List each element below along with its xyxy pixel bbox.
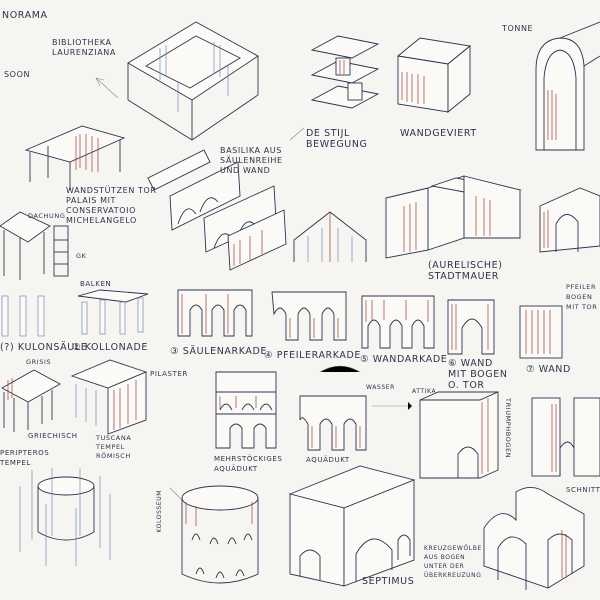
label-wandstuetzen: WANDSTÜTZEN TOR PALAIS MIT CONSERVATOIO … xyxy=(66,186,157,225)
label-triumphbogen: TRIUMPHBOGEN xyxy=(504,398,512,459)
de-stijl-slabs xyxy=(310,35,380,109)
label-tonne: TONNE xyxy=(502,24,534,33)
label-peripteros: PERIPTEROS TEMPEL xyxy=(0,449,50,467)
series-2-kollonade xyxy=(77,289,149,335)
label-aquaedukt: AQUÄDUKT xyxy=(306,456,350,464)
series-3-saeulenarkade xyxy=(177,289,253,337)
basilika-section xyxy=(293,211,367,262)
courtyard-building xyxy=(127,21,259,141)
label-pilaster: PILASTER xyxy=(150,370,188,378)
label-basilika: BASILIKA AUS SÄULENREIHE UND WAND xyxy=(220,146,283,175)
series-4-pfeilerarkade xyxy=(271,291,347,341)
label-soon: SOON xyxy=(4,70,31,79)
label-series-6: ⑥ WAND MIT BOGEN O. TOR xyxy=(448,358,508,391)
label-balken: BALKEN xyxy=(80,280,112,288)
aqueduct xyxy=(299,395,367,451)
tonne-barrel-vault xyxy=(535,21,600,151)
label-wandgeviert: WANDGEVIERT xyxy=(400,128,477,139)
series-5-wandarkade xyxy=(361,295,435,349)
label-stilbewegung: DE STIJL BEWEGUNG xyxy=(306,128,368,150)
series-7-wand xyxy=(519,305,563,359)
annotation-arrows xyxy=(95,77,413,501)
pfeiler-bogen-fragment xyxy=(539,187,600,253)
label-dachung: DACHUNG xyxy=(28,212,66,220)
cross-vault-building xyxy=(483,487,585,590)
peripteros-tholos xyxy=(19,468,111,566)
label-series-4: ④ PFEILERARKADE xyxy=(264,350,362,361)
septimius-arch xyxy=(288,465,416,587)
label-attika: ATTIKA xyxy=(412,388,437,395)
wandstuetzen-colonnade xyxy=(24,125,126,190)
label-series-5: ⑤ WANDARKADE xyxy=(360,354,448,365)
dachung-frame xyxy=(0,211,69,280)
label-tonnengewoelbe: KREUZGEWÖLBE AUS BOGEN UNTER DER ÜBERKRE… xyxy=(424,545,482,579)
wall-gate-blocks xyxy=(531,397,600,477)
colosseum-drum xyxy=(181,485,259,584)
roman-temple-pilaster xyxy=(70,359,148,435)
label-biblioteca: BIBLIOTHEKA LAURENZIANA xyxy=(52,38,116,57)
label-aurelische: (AURELISCHE) STADTMAUER xyxy=(428,260,503,282)
label-gk: GK xyxy=(76,252,87,260)
label-series-1: (?) KULONSÄULE xyxy=(0,342,88,353)
multistory-aqueduct xyxy=(215,371,277,449)
label-schnitt: SCHNITT xyxy=(566,486,600,494)
label-wasser: WASSER xyxy=(366,384,395,391)
label-tempel-roemisch: TUSCANA TEMPEL RÖMISCH xyxy=(96,434,132,460)
label-panorama: NORAMA xyxy=(2,10,48,21)
triumphal-arch-single xyxy=(419,391,499,479)
label-grisis: GRISIS xyxy=(26,358,52,366)
aurelische-stadtmauer xyxy=(385,175,522,259)
label-mehrstoeckig: MEHRSTÖCKIGES AQUÄDUKT xyxy=(214,455,283,473)
basilika-arcade-wall xyxy=(147,149,287,271)
wandgeviert-box xyxy=(396,37,472,113)
greek-temple-ruin xyxy=(1,369,61,432)
label-kolosseum: KOLOSSEUM xyxy=(156,490,163,533)
label-series-7: ⑦ WAND xyxy=(526,364,571,375)
label-series-2: ② KOLLONADE xyxy=(72,342,148,353)
series-6-wand-mit-bogen xyxy=(447,299,495,355)
label-septimius: SEPTIMUS xyxy=(362,576,415,587)
label-series-3: ③ SÄULENARKADE xyxy=(170,346,267,357)
label-griechisch: GRIECHISCH xyxy=(28,432,78,440)
series-1-columns xyxy=(1,295,45,337)
label-pfeilerbogen: PFEILER BOGEN MIT TOR xyxy=(566,283,598,311)
